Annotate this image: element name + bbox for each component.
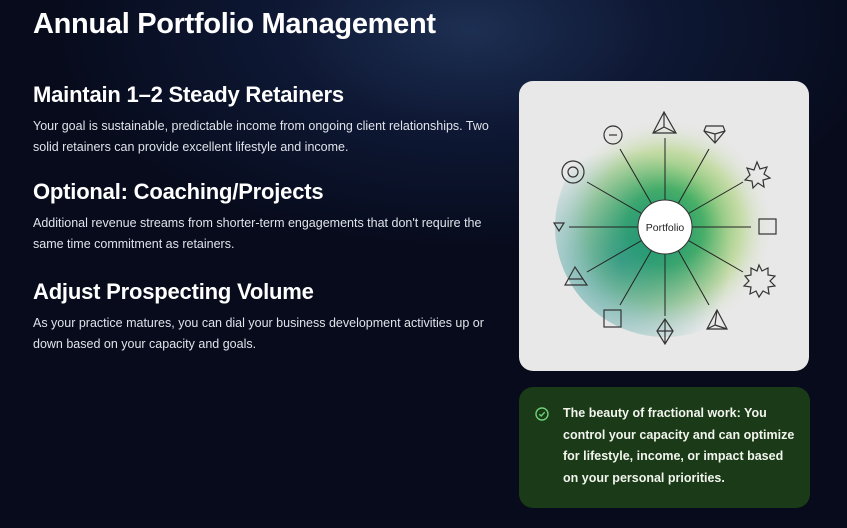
star-icon (743, 160, 772, 190)
page-title: Annual Portfolio Management (33, 8, 436, 40)
callout-box: The beauty of fractional work: You contr… (519, 387, 810, 508)
triangle-icon (563, 265, 589, 286)
octahedron-icon (656, 317, 674, 346)
portfolio-diagram: Portfolio (519, 81, 809, 371)
pyramid-icon (652, 110, 678, 134)
section-title: Maintain 1–2 Steady Retainers (33, 82, 344, 107)
triangle-down-icon (552, 222, 566, 233)
star-burst-icon (742, 263, 777, 299)
section-body: Your goal is sustainable, predictable in… (33, 119, 489, 154)
target-icon (561, 160, 585, 184)
gem-icon (703, 125, 726, 144)
section-title: Adjust Prospecting Volume (33, 279, 314, 304)
center-node (637, 199, 693, 255)
section-prospecting: Adjust Prospecting Volume As your practi… (33, 279, 503, 355)
square-icon (758, 218, 777, 235)
minus-circle-icon (603, 125, 623, 145)
pyramid-icon (706, 308, 728, 330)
section-retainers: Maintain 1–2 Steady Retainers Your goal … (33, 82, 503, 158)
section-body: As your practice matures, you can dial y… (33, 316, 484, 351)
square-icon (603, 309, 622, 328)
check-circle-icon (535, 407, 549, 421)
section-body: Additional revenue streams from shorter-… (33, 216, 482, 251)
center-label: Portfolio (646, 222, 685, 234)
section-coaching: Optional: Coaching/Projects Additional r… (33, 179, 503, 255)
callout-text: The beauty of fractional work: You contr… (563, 406, 795, 485)
section-title: Optional: Coaching/Projects (33, 179, 324, 204)
